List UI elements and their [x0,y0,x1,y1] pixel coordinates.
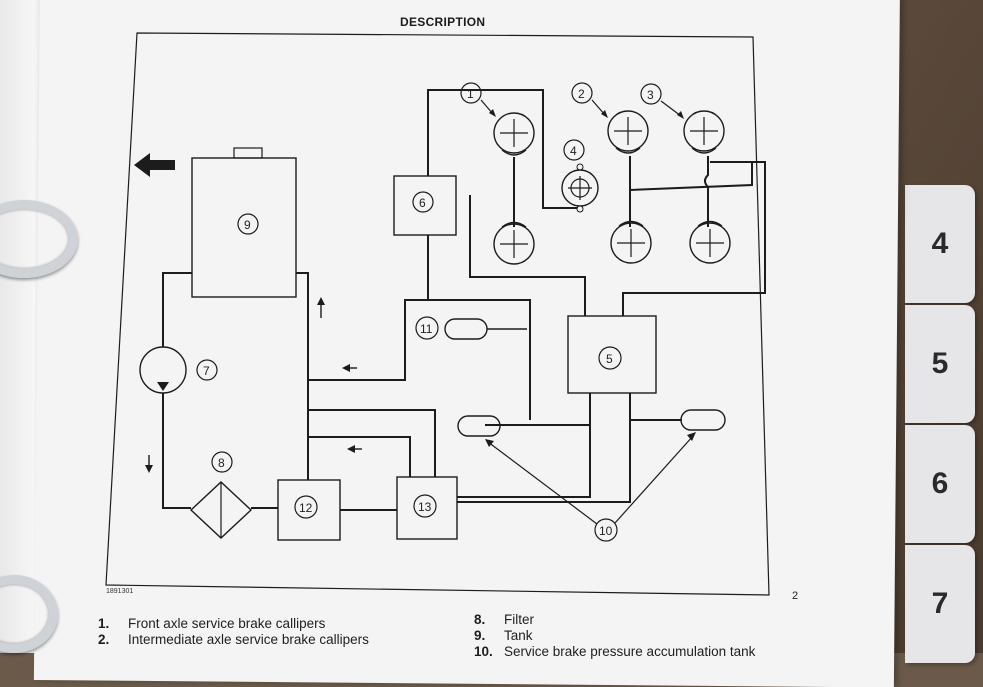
calliper-3-bottom [689,222,731,264]
figure-id: 1891301 [106,588,134,595]
block-13 [396,476,458,540]
legend-item: 9. Tank [474,628,755,644]
accumulator-11 [444,318,488,340]
block-6-label: 6 [419,196,426,210]
block-12-label: 12 [299,501,313,515]
legend-text: Service brake pressure accumulation tank [504,644,756,659]
legend-number: 1. [98,616,110,631]
down-arrow-icon [145,465,153,473]
accumulator-10-right [680,409,726,431]
binder-ring-bottom [0,575,58,653]
tab-section-5[interactable]: 5 [905,305,975,423]
item-4-label: 4 [570,144,577,158]
accumulator-10-label: 10 [599,524,613,538]
tab-label: 4 [931,227,949,260]
tab-label: 7 [931,587,949,620]
tank-label-circle [237,213,259,235]
tank-label: 9 [244,218,251,232]
legend-left: 1. Front axle service brake callipers 2. I… [98,616,369,648]
pump-triangle [157,382,169,391]
tab-section-6[interactable]: 6 [905,425,975,543]
block-5-label: 5 [606,352,613,366]
calliper-2-label: 2 [578,87,585,101]
calliper-3-label: 3 [647,88,654,102]
tab-section-7[interactable]: 7 [905,545,975,663]
page-title: DESCRIPTION [400,15,486,29]
tab-label: 6 [931,467,949,500]
legend-item: 1. Front axle service brake callipers [98,616,369,632]
figure-page-number: 2 [792,590,799,602]
item-11-label: 11 [420,322,433,336]
block-13-label: 13 [418,500,432,514]
legend-number: 10. [474,644,493,659]
accumulator-10-left [457,415,501,437]
calliper-3-top [683,110,725,152]
legend-text: Tank [504,628,533,643]
legend-number: 8. [474,612,486,627]
legend-item: 10. Service brake pressure accumulation t… [474,644,755,660]
filter-label: 8 [218,456,225,470]
legend-item: 8. Filter [474,612,755,628]
calliper-1-top [493,112,535,154]
tank-cap [233,147,263,159]
block-5 [567,315,657,394]
legend-text: Front axle service brake callipers [128,616,326,631]
calliper-2-top [607,110,649,152]
calliper-2-bottom [610,222,652,264]
legend-text: Intermediate axle service brake calliper… [128,632,369,647]
legend-text: Filter [504,612,534,627]
figure-frame [105,32,770,596]
calliper-1-label: 1 [467,87,474,101]
binder-ring-top [0,200,78,278]
legend-item: 2. Intermediate axle service brake callip… [98,632,369,648]
brake-circuit-diagram: 9 7 8 12 13 6 11 5 [105,32,770,596]
tab-section-4[interactable]: 4 [905,185,975,303]
left-arrow-icon [134,153,175,177]
calliper-1-bottom [493,223,535,265]
legend-number: 9. [474,628,486,643]
tab-label: 5 [931,347,949,380]
legend-number: 2. [98,632,110,647]
block-6 [393,175,457,236]
up-arrow-icon [317,297,325,305]
pump-label: 7 [203,364,210,378]
